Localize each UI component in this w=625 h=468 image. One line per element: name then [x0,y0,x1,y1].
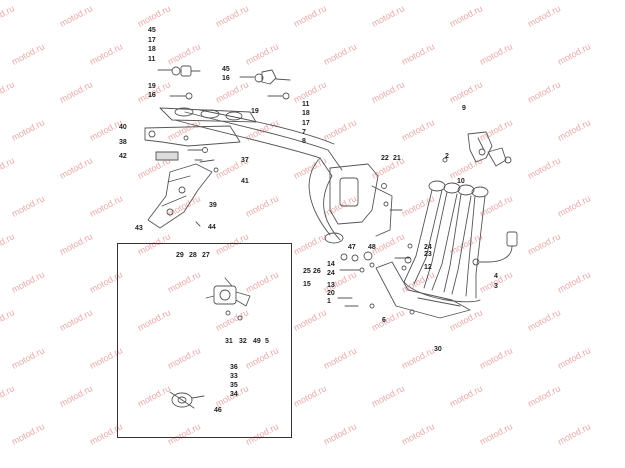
callout-number: 26 [313,268,321,275]
detail-inset-frame [117,243,292,438]
callout-number: 11 [148,56,156,63]
callout-number: 47 [348,244,356,251]
callout-number: 36 [230,364,238,371]
callout-number: 45 [222,66,230,73]
callout-number: 22 [381,155,389,162]
callout-number: 18 [148,46,156,53]
header-pipes [174,109,344,244]
callout-number: 21 [393,155,401,162]
callout-number: 25 [303,268,311,275]
callout-number: 24 [424,244,432,251]
callout-number: 15 [303,281,311,288]
manifold-pipes [375,180,489,319]
callout-number: 34 [230,391,238,398]
callout-number: 32 [239,338,247,345]
rear-hanger [329,163,403,237]
callout-number: 17 [148,37,156,44]
callout-number: 5 [265,338,269,345]
header-flange [159,107,257,123]
callout-number: 3 [494,283,498,290]
callout-number: 46 [214,407,222,414]
callout-number: 19 [148,83,156,90]
callout-number: 48 [368,244,376,251]
callout-number: 6 [382,317,386,324]
lambda-sensor [472,231,518,266]
callout-number: 24 [327,270,335,277]
callout-number: 30 [434,346,442,353]
callout-number: 11 [302,101,310,108]
callout-number: 13 [327,282,335,289]
header-clamp-right [239,69,291,100]
callout-number: 44 [208,224,216,231]
heel-guard [147,159,219,229]
callout-number: 42 [119,153,127,160]
upper-bracket [144,125,241,161]
callout-number: 1 [327,298,331,305]
callout-number: 8 [302,138,306,145]
callout-number: 33 [230,373,238,380]
fasteners [337,243,415,315]
callout-number: 35 [230,382,238,389]
callout-number: 31 [225,338,233,345]
callout-number: 20 [327,290,335,297]
callout-number: 16 [148,92,156,99]
callout-number: 45 [148,27,156,34]
callout-number: 16 [222,75,230,82]
header-clamp-left [157,65,201,100]
inset-bolt-assembly [169,391,205,409]
callout-number: 17 [302,120,310,127]
inset-sensor-assembly [205,277,251,321]
callout-number: 39 [209,202,217,209]
callout-number: 4 [494,273,498,280]
callout-number: 23 [424,251,432,258]
callout-number: 38 [119,139,127,146]
callout-number: 40 [119,124,127,131]
callout-number: 29 [176,252,184,259]
callout-number: 12 [424,264,432,271]
callout-number: 27 [202,252,210,259]
callout-number: 28 [189,252,197,259]
callout-number: 37 [241,157,249,164]
callout-number: 43 [135,225,143,232]
callout-number: 18 [302,110,310,117]
callout-number: 41 [241,178,249,185]
callout-number: 49 [253,338,261,345]
collector-clamps [442,131,512,167]
callout-number: 10 [457,178,465,185]
callout-number: 7 [302,129,306,136]
callout-number: 19 [251,108,259,115]
callout-number: 9 [462,105,466,112]
callout-number: 14 [327,261,335,268]
callout-number: 2 [445,153,449,160]
